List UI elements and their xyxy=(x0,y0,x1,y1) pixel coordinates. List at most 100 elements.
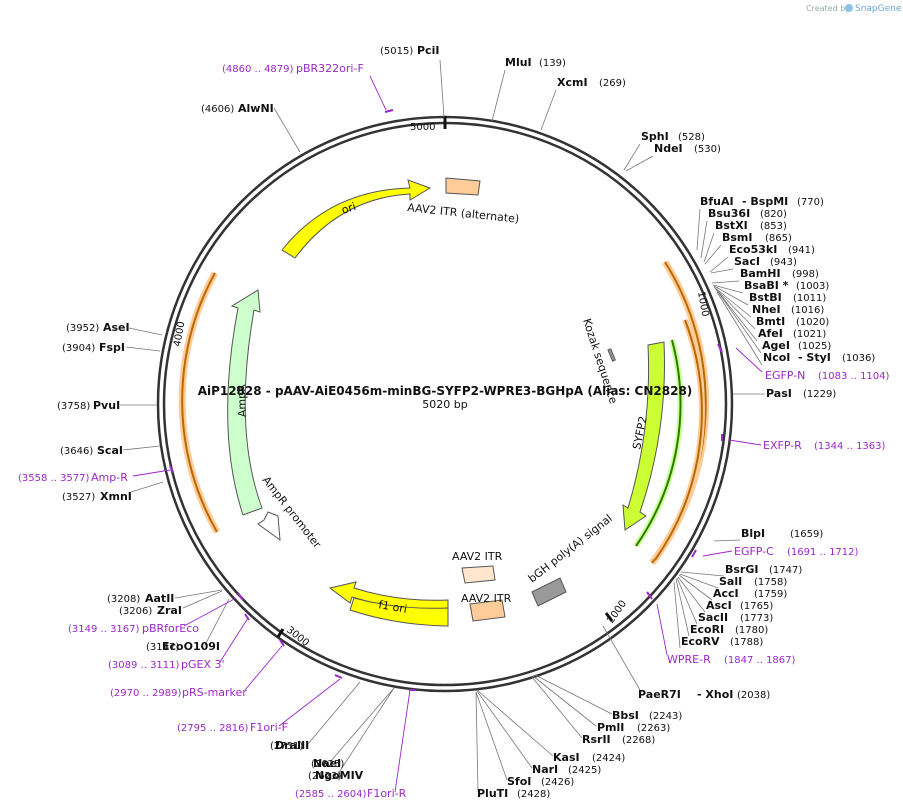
primer-range-egfp-c: (1691 .. 1712) xyxy=(787,547,859,558)
leader-afei xyxy=(714,287,758,342)
leader-ngomiv xyxy=(337,687,395,775)
site-xmni[interactable]: XmnI xyxy=(100,490,132,503)
site-pos-bsu36i: (820) xyxy=(760,209,787,220)
site-pos-pmli: (2263) xyxy=(637,723,670,734)
site-pasi[interactable]: PasI xyxy=(766,387,792,400)
site-pos-pcii: (5015) xyxy=(380,46,413,57)
site-fspi[interactable]: FspI xyxy=(99,341,125,354)
primer-exfp-r[interactable]: EXFP-R xyxy=(763,439,802,452)
primer-mark-f1ori-f xyxy=(334,674,343,679)
site-paer7i[interactable]: PaeR7I xyxy=(638,688,681,701)
site-bsabi[interactable]: BsaBI * xyxy=(744,279,789,292)
site-bfuai[interactable]: BfuAI xyxy=(700,195,734,208)
primer-f1ori-r[interactable]: F1ori-R xyxy=(367,787,407,800)
primer-amp-r[interactable]: Amp-R xyxy=(91,471,128,484)
leader-asci xyxy=(677,576,706,613)
site-bstxi[interactable]: BstXI xyxy=(715,219,748,232)
leader-bstxi xyxy=(703,232,715,263)
site-pos-alwni: (4606) xyxy=(201,104,234,115)
site-pvui[interactable]: PvuI xyxy=(93,399,120,412)
site-ncoi[interactable]: NcoI xyxy=(763,351,790,364)
primer-pbrforeco[interactable]: pBRforEco xyxy=(142,622,199,635)
site-pos-bamhi: (998) xyxy=(792,269,819,280)
site-pos-xhoi: (2038) xyxy=(737,690,770,701)
site-nhei[interactable]: NheI xyxy=(752,303,781,316)
site-bamhi[interactable]: BamHI xyxy=(740,267,781,280)
site-sacii[interactable]: SacII xyxy=(698,611,728,624)
site-bmti[interactable]: BmtI xyxy=(756,315,785,328)
aav2-itr-alt-box[interactable] xyxy=(445,177,481,196)
primer-leader-pbr322ori-f xyxy=(369,75,387,111)
aav2-itr-a-box[interactable] xyxy=(461,565,496,584)
site-bspmi[interactable]: - BspMI xyxy=(742,195,788,208)
site-pluti[interactable]: PluTI xyxy=(477,787,508,800)
primer-range-f1ori-f: (2795 .. 2816) xyxy=(177,723,249,734)
site-pos-scai: (3646) xyxy=(60,446,93,457)
site-pos-bbsi: (2243) xyxy=(649,711,682,722)
site-acci[interactable]: AccI xyxy=(713,587,739,600)
site-ecorv[interactable]: EcoRV xyxy=(681,635,720,648)
site-kasi[interactable]: KasI xyxy=(553,751,580,764)
ori-arrow[interactable] xyxy=(281,179,432,259)
primer-wpre-r[interactable]: WPRE-R xyxy=(667,653,711,666)
site-bstbi[interactable]: BstBI xyxy=(749,291,782,304)
leader-ecoo109i xyxy=(204,598,230,646)
site-nari[interactable]: NarI xyxy=(532,763,558,776)
site-pos-bstxi: (853) xyxy=(760,221,787,232)
kozak-box[interactable] xyxy=(607,348,616,362)
site-ecoo109i[interactable]: EcoO109I xyxy=(162,640,220,653)
site-pcii[interactable]: PciI xyxy=(417,44,439,57)
primer-pbr322ori-f[interactable]: pBR322ori-F xyxy=(296,62,364,75)
site-alwni[interactable]: AlwNI xyxy=(238,102,274,115)
primer-mark-wpre-r xyxy=(646,591,653,600)
site-asei[interactable]: AseI xyxy=(103,321,130,334)
primer-egfp-c[interactable]: EGFP-C xyxy=(734,545,774,558)
site-pos-rsrii: (2268) xyxy=(622,735,655,746)
leader-rsrii xyxy=(531,676,583,739)
site-styi[interactable]: - StyI xyxy=(798,351,831,364)
site-ndei[interactable]: NdeI xyxy=(654,142,683,155)
site-draiii[interactable]: DraIII xyxy=(275,739,309,752)
site-sali[interactable]: SalI xyxy=(719,575,742,588)
site-zrai[interactable]: ZraI xyxy=(157,604,182,617)
site-mlui[interactable]: MluI xyxy=(505,56,532,69)
site-pos-nhei: (1016) xyxy=(791,305,824,316)
site-bbsi[interactable]: BbsI xyxy=(612,709,639,722)
site-pos-bstbi: (1011) xyxy=(793,293,826,304)
site-afei[interactable]: AfeI xyxy=(758,327,783,340)
site-aatii[interactable]: AatII xyxy=(145,592,174,605)
site-xhoi[interactable]: - XhoI xyxy=(697,688,733,701)
site-eco53ki[interactable]: Eco53kI xyxy=(729,243,777,256)
site-naei[interactable]: NaeI xyxy=(313,757,341,770)
site-xcmi[interactable]: XcmI xyxy=(557,76,588,89)
site-pos-agei: (1025) xyxy=(798,341,831,352)
site-sfoi[interactable]: SfoI xyxy=(507,775,531,788)
site-saci[interactable]: SacI xyxy=(734,255,760,268)
site-ngomiv[interactable]: NgoMIV xyxy=(315,769,364,782)
f1-ori-label: f1 ori xyxy=(377,598,408,616)
site-pmli[interactable]: PmlI xyxy=(597,721,624,734)
site-pos-blpi: (1659) xyxy=(790,529,823,540)
site-bsmi[interactable]: BsmI xyxy=(722,231,753,244)
site-rsrii[interactable]: RsrII xyxy=(582,733,611,746)
aav2-itr-b-box[interactable] xyxy=(469,599,506,622)
primer-egfp-n[interactable]: EGFP-N xyxy=(765,369,805,382)
bgh-box[interactable] xyxy=(531,577,567,607)
site-scai[interactable]: ScaI xyxy=(97,444,123,457)
ampr-promoter-arrow[interactable] xyxy=(257,511,281,542)
site-bsrgi[interactable]: BsrGI xyxy=(725,563,758,576)
site-pos-pluti: (2428) xyxy=(517,789,550,800)
primer-pgex-3[interactable]: pGEX 3' xyxy=(181,658,225,671)
site-asci[interactable]: AscI xyxy=(706,599,732,612)
site-sphi[interactable]: SphI xyxy=(641,130,669,143)
orange-arc-right2 xyxy=(654,319,703,561)
primer-prs-marker[interactable]: pRS-marker xyxy=(182,686,247,699)
site-agei[interactable]: AgeI xyxy=(762,339,790,352)
site-bsu36i[interactable]: Bsu36I xyxy=(708,207,750,220)
credit-brand[interactable]: SnapGene xyxy=(855,4,902,14)
site-blpi[interactable]: BlpI xyxy=(741,527,765,540)
primer-f1ori-f[interactable]: F1ori-F xyxy=(250,721,288,734)
ampr-arrow[interactable] xyxy=(227,289,263,516)
site-ecori[interactable]: EcoRI xyxy=(690,623,724,636)
syfp2-arrow[interactable] xyxy=(622,341,665,531)
